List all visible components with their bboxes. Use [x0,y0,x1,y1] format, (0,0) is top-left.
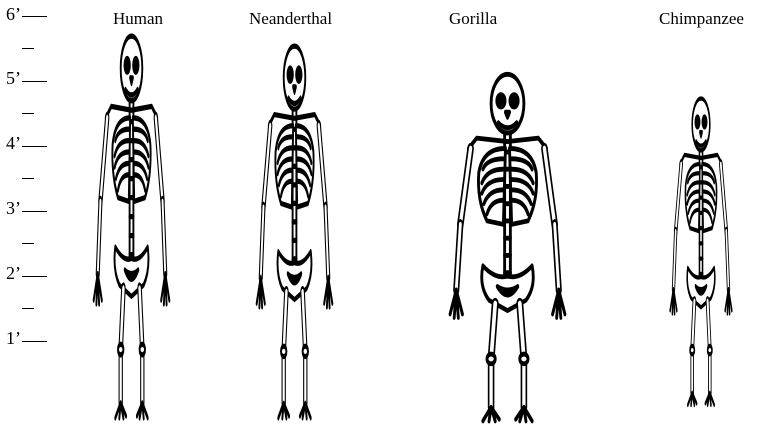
chimpanzee-skeleton [0,0,759,431]
